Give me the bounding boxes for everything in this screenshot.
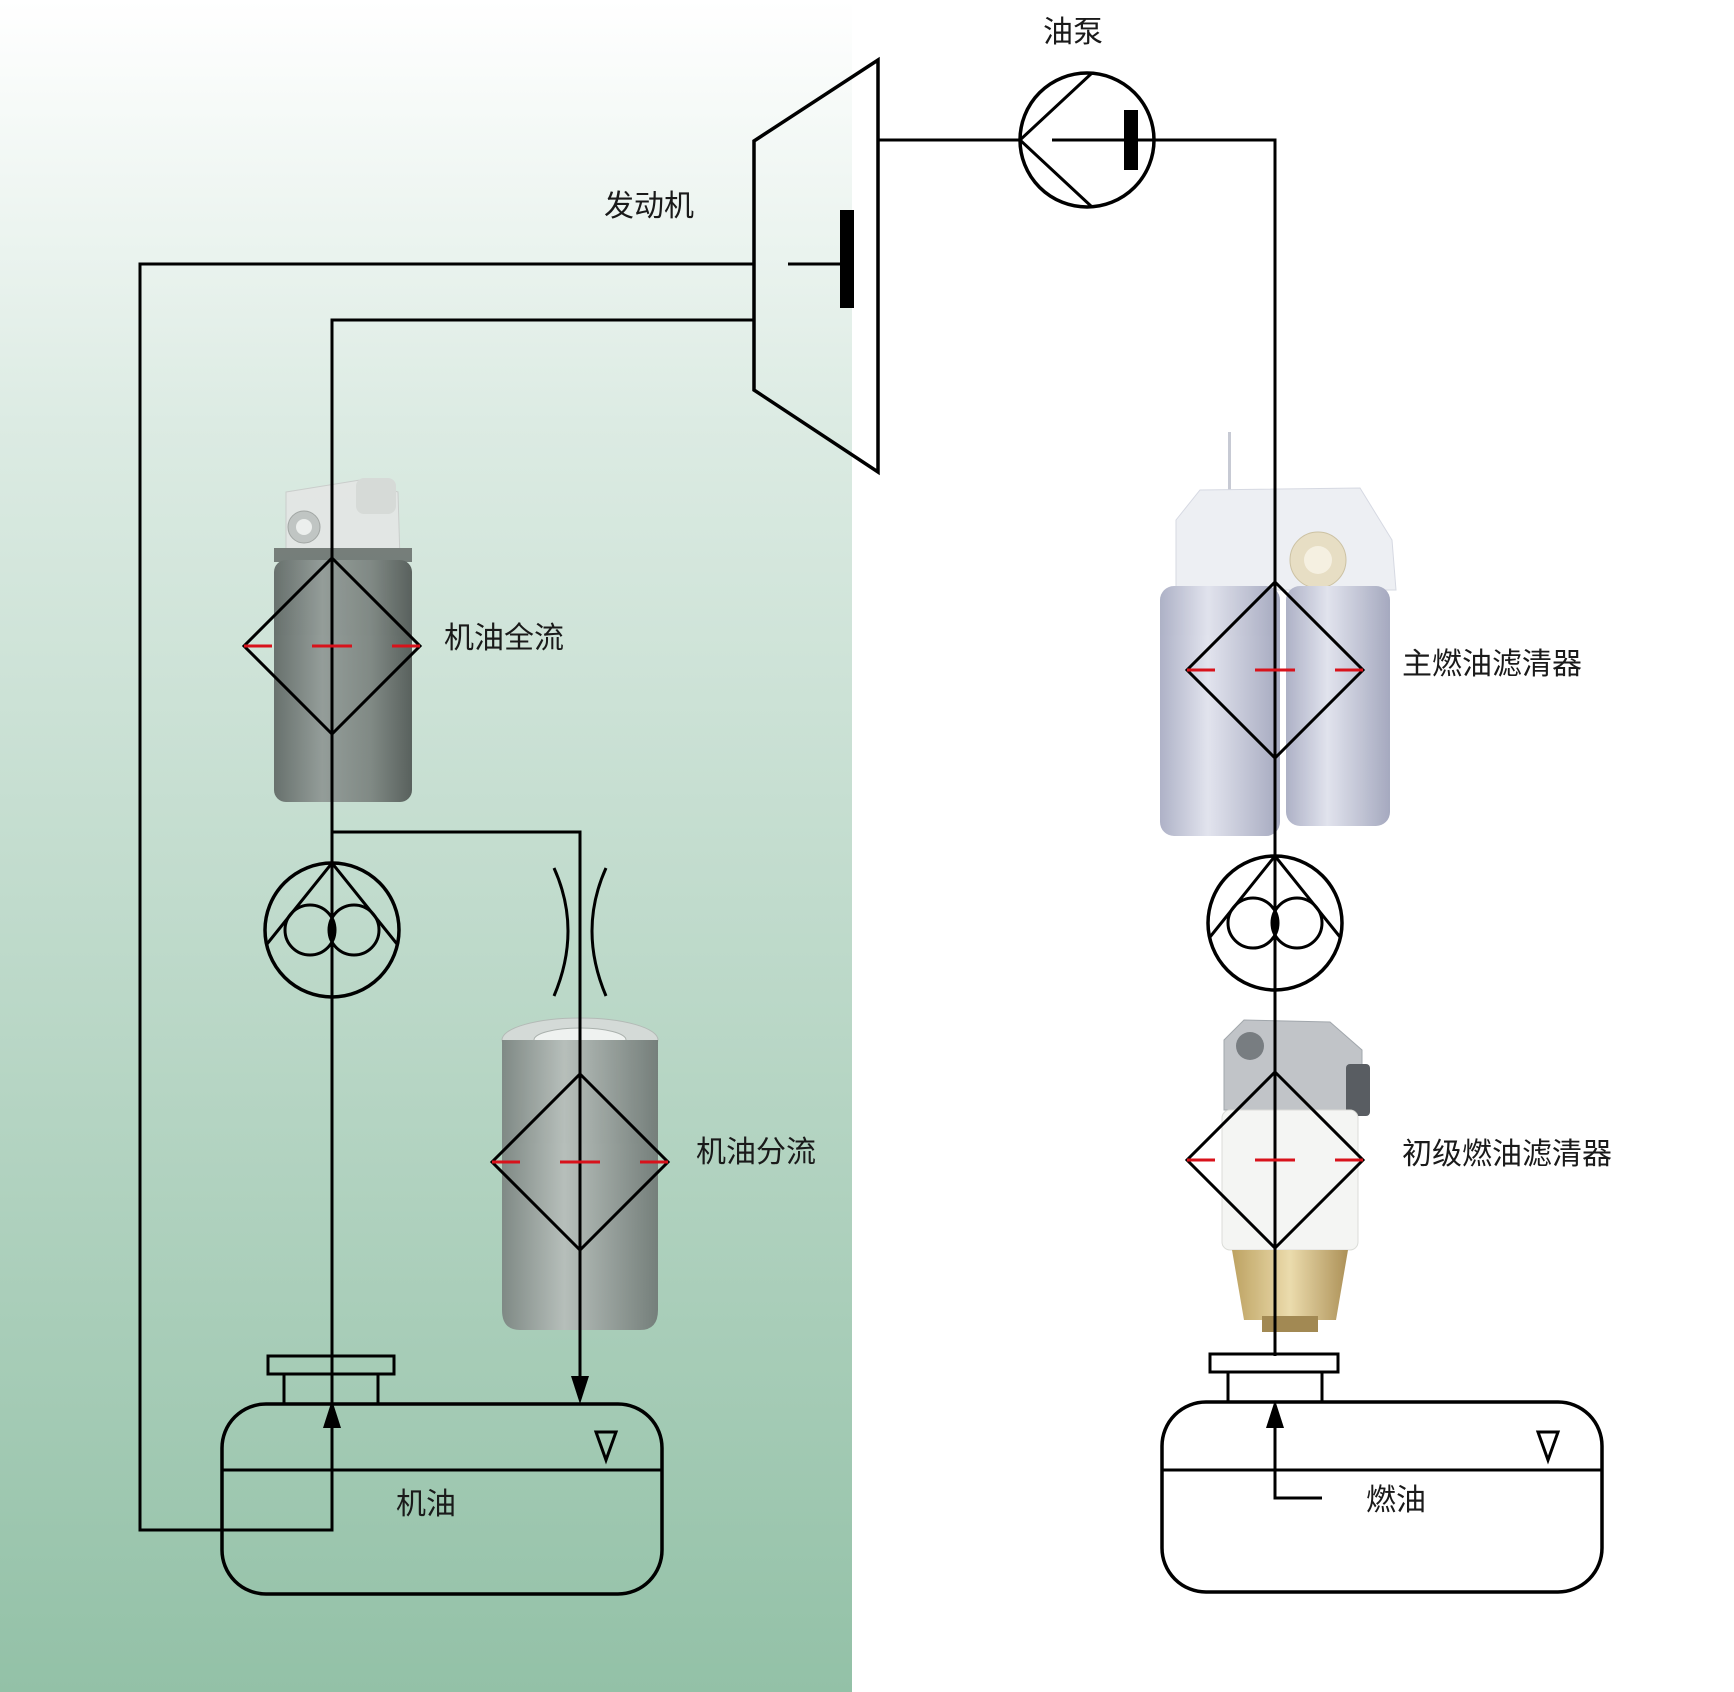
label-fuel: 燃油 — [1366, 1483, 1426, 1518]
engine-symbol — [752, 56, 880, 476]
label-oil-bypass: 机油分流 — [696, 1135, 816, 1170]
label-engine-oil: 机油 — [396, 1487, 456, 1522]
label-engine: 发动机 — [604, 189, 694, 224]
label-main-fuel-filter: 主燃油滤清器 — [1402, 647, 1582, 682]
restrictor-symbol — [552, 867, 608, 997]
oil-lines — [138, 262, 754, 1532]
label-primary-fuel-filter: 初级燃油滤清器 — [1402, 1137, 1612, 1172]
filter-symbol-oil-bypass — [489, 1071, 671, 1253]
level-marker-icon-oil — [593, 1430, 619, 1465]
filter-symbol-main-fuel — [1184, 579, 1366, 761]
level-marker-icon-fuel — [1535, 1430, 1561, 1465]
fuel-pump-symbol — [1017, 71, 1156, 209]
label-oil-full-flow: 机油全流 — [444, 621, 564, 656]
filter-symbol-primary-fuel — [1184, 1069, 1366, 1251]
fuel-lines — [878, 138, 1277, 1356]
tank-symbol-oil — [220, 1354, 664, 1596]
filter-symbol-oil-full-flow — [241, 555, 423, 737]
tank-symbol-fuel — [1160, 1352, 1604, 1594]
gear-pump-symbol-fuel — [1206, 853, 1344, 992]
flow-arrow-icon-bypass — [571, 1376, 589, 1404]
main-fuel-filter-photo — [1160, 432, 1397, 836]
label-fuel-pump: 油泵 — [1043, 15, 1103, 50]
flow-arrow-icon-fuel — [1266, 1400, 1284, 1428]
oil-full-flow-filter-photo — [274, 478, 412, 802]
oil-circuit-zone — [0, 0, 852, 1692]
